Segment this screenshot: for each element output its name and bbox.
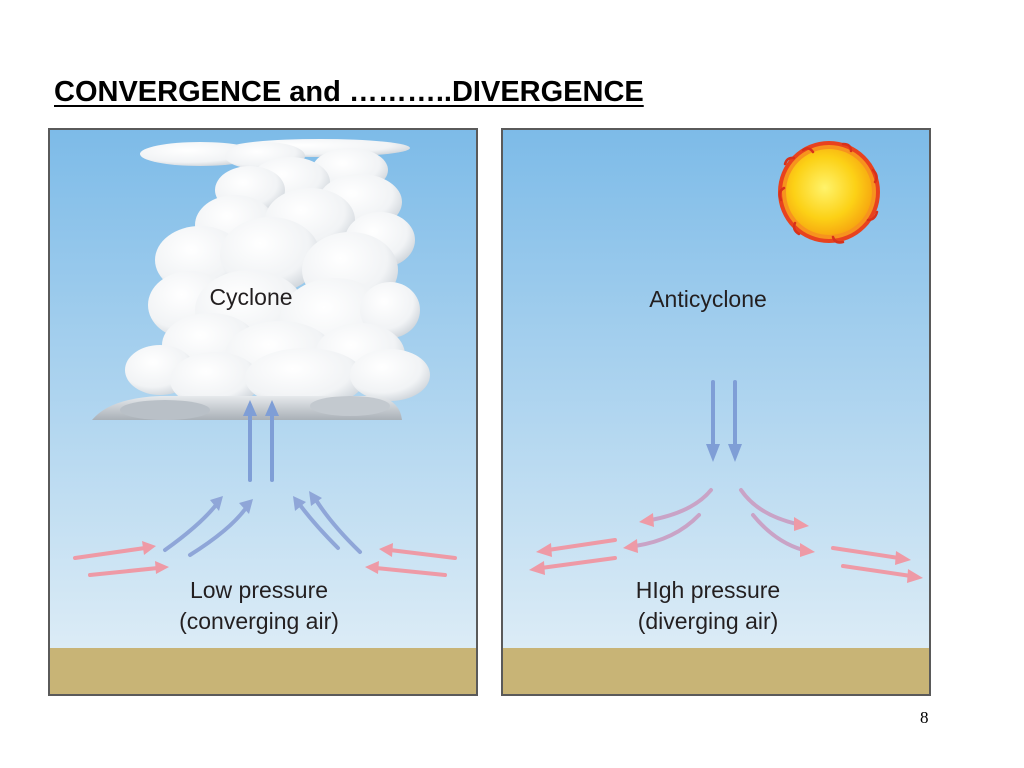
low-pressure-caption-line2: (converging air) [179,608,339,634]
ground-strip [503,648,929,694]
slide-title: CONVERGENCE and ………..DIVERGENCE [54,76,644,108]
anticyclone-illustration [503,130,929,694]
cyclone-illustration [50,130,476,694]
rising-air-arrows [243,400,279,482]
converging-air-arrows [73,491,457,577]
ground-strip [50,648,476,694]
high-pressure-caption-line1: HIgh pressure [635,577,781,603]
high-pressure-caption-line2: (diverging air) [637,608,779,634]
sinking-air-arrows [706,380,742,462]
anticyclone-label: Anticyclone [649,286,767,312]
low-pressure-caption-line1: Low pressure [189,577,329,603]
cumulonimbus-cloud [125,139,430,408]
diverging-air-arrows [529,488,923,583]
cyclone-label: Cyclone [209,284,293,310]
cyclone-panel: Cyclone Low pressure (converging air) [48,128,478,696]
anticyclone-panel: Anticyclone HIgh pressure (diverging air… [501,128,931,696]
sun-icon [778,141,880,244]
page-number: 8 [920,708,929,727]
